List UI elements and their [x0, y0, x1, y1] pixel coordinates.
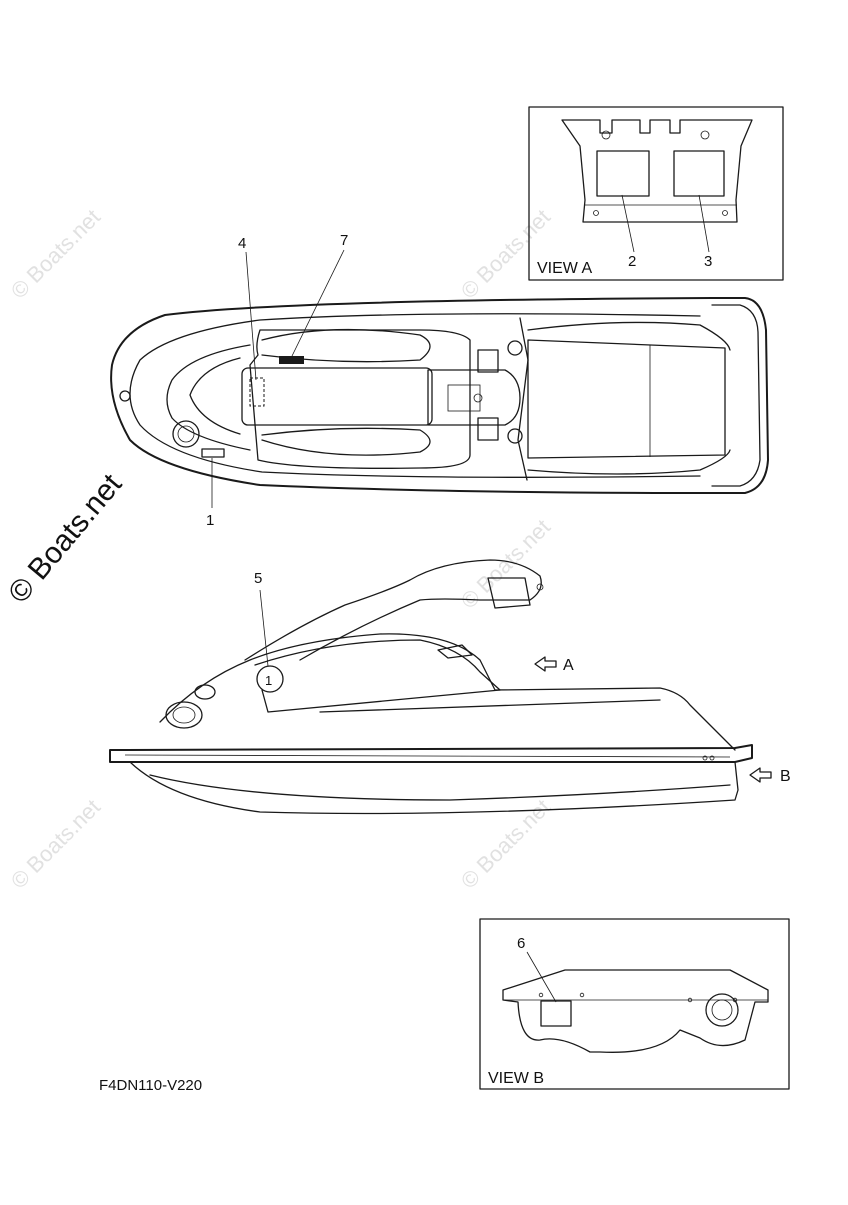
label-1-rect: [201, 448, 225, 458]
steering-pole-side: [244, 559, 542, 661]
handlebar: [517, 317, 529, 481]
view-a-frame: [528, 106, 784, 281]
leader-7: [291, 249, 345, 357]
hood-lower-line: [261, 689, 501, 713]
view-b-bracket: [502, 969, 769, 1053]
fuel-cap-inner-side: [172, 706, 196, 724]
side-view: 1 5 A B: [109, 559, 791, 815]
nose-inner-2: [189, 357, 241, 435]
rivet: [709, 755, 715, 761]
view-b-title: VIEW B: [488, 1070, 544, 1087]
gunwale-line: [124, 754, 731, 758]
label-7-rect: [279, 356, 304, 364]
grip-right: [477, 417, 499, 441]
part-code: F4DN110-V220: [99, 1077, 202, 1094]
handle-grip-side: [487, 577, 531, 609]
top-view: 4 7 1: [110, 232, 769, 529]
pole-pivot: [447, 384, 481, 412]
watermark-main: © Boats.net: [2, 467, 129, 609]
hull-rail: [711, 304, 761, 487]
callout-2: 2: [628, 253, 636, 270]
callout-3: 3: [704, 253, 712, 270]
fuel-cap-inner: [177, 425, 195, 443]
watermark-faint: © Boats.net: [456, 514, 555, 613]
vent-side: [194, 684, 216, 700]
storage-compartment: [241, 367, 433, 426]
view-b-panel: 6 VIEW B: [479, 918, 790, 1090]
deck-profile: [159, 633, 736, 751]
nose-inner: [166, 344, 251, 451]
leader-6: [526, 951, 557, 1003]
watermark-faint: © Boats.net: [456, 204, 555, 303]
label-2-rect: [596, 150, 650, 197]
fuel-cap: [172, 420, 200, 448]
bolt-hole: [601, 130, 611, 140]
label-6-rect: [540, 1000, 572, 1027]
callout-6: 6: [517, 935, 525, 952]
gunwale: [109, 744, 753, 763]
bolt-hole: [687, 997, 693, 1003]
leader-4: [245, 251, 257, 381]
start-switch: [507, 428, 523, 444]
label-4-dashed: [249, 377, 265, 407]
tray-gunwale-top: [527, 321, 731, 351]
vent-cover: [437, 644, 473, 659]
handle-tip: [536, 583, 544, 591]
bolt-hole: [593, 210, 599, 216]
watermark-faint: © Boats.net: [6, 204, 105, 303]
callout-7: 7: [340, 232, 348, 249]
leader-5: [259, 589, 269, 667]
tray-gunwale-bottom: [527, 449, 731, 475]
leader-3: [698, 194, 710, 253]
rivet: [702, 755, 708, 761]
view-a-title: VIEW A: [537, 260, 592, 277]
fuel-cap-side: [165, 701, 203, 729]
badge-number: 1: [265, 673, 272, 688]
throttle-control: [507, 340, 523, 356]
callout-4: 4: [238, 235, 246, 252]
bolt-hole: [538, 992, 544, 998]
leader-2: [621, 194, 635, 253]
bolt-hole: [732, 997, 738, 1003]
deck-crease: [319, 699, 661, 713]
faint-watermarks: © Boats.net © Boats.net © Boats.net © Bo…: [6, 204, 555, 893]
bolt-hole: [722, 210, 728, 216]
hood: [249, 329, 471, 469]
hood-scoop-bottom: [261, 427, 431, 456]
standing-tray: [527, 339, 726, 459]
arrow-a-icon: [534, 656, 557, 672]
view-b-port: [705, 993, 739, 1027]
bolt-hole: [579, 992, 585, 998]
tow-eye: [119, 390, 131, 402]
hull-bottom: [129, 761, 739, 815]
hull-outline: [110, 297, 769, 494]
bolt-hole: [700, 130, 710, 140]
label-5-badge: [256, 665, 284, 693]
hood-side-line: [254, 639, 501, 691]
label-3-rect: [673, 150, 725, 197]
callout-5: 5: [254, 570, 262, 587]
pivot-bolt: [473, 393, 483, 403]
view-b-frame: [479, 918, 790, 1090]
callout-1: 1: [206, 512, 214, 529]
hull-strake: [149, 774, 731, 801]
grip-left: [477, 349, 499, 373]
arrow-b-label: B: [780, 768, 791, 785]
view-a-bracket: [561, 119, 753, 223]
arrow-b-icon: [749, 767, 772, 783]
view-b-port-inner: [711, 999, 733, 1021]
arrow-a-label: A: [563, 657, 574, 674]
view-a-panel: 2 3 VIEW A: [528, 106, 784, 281]
steering-pole: [427, 369, 521, 426]
watermark-faint: © Boats.net: [456, 794, 555, 893]
watermark-faint: © Boats.net: [6, 794, 105, 893]
hood-scoop-top: [261, 328, 431, 363]
